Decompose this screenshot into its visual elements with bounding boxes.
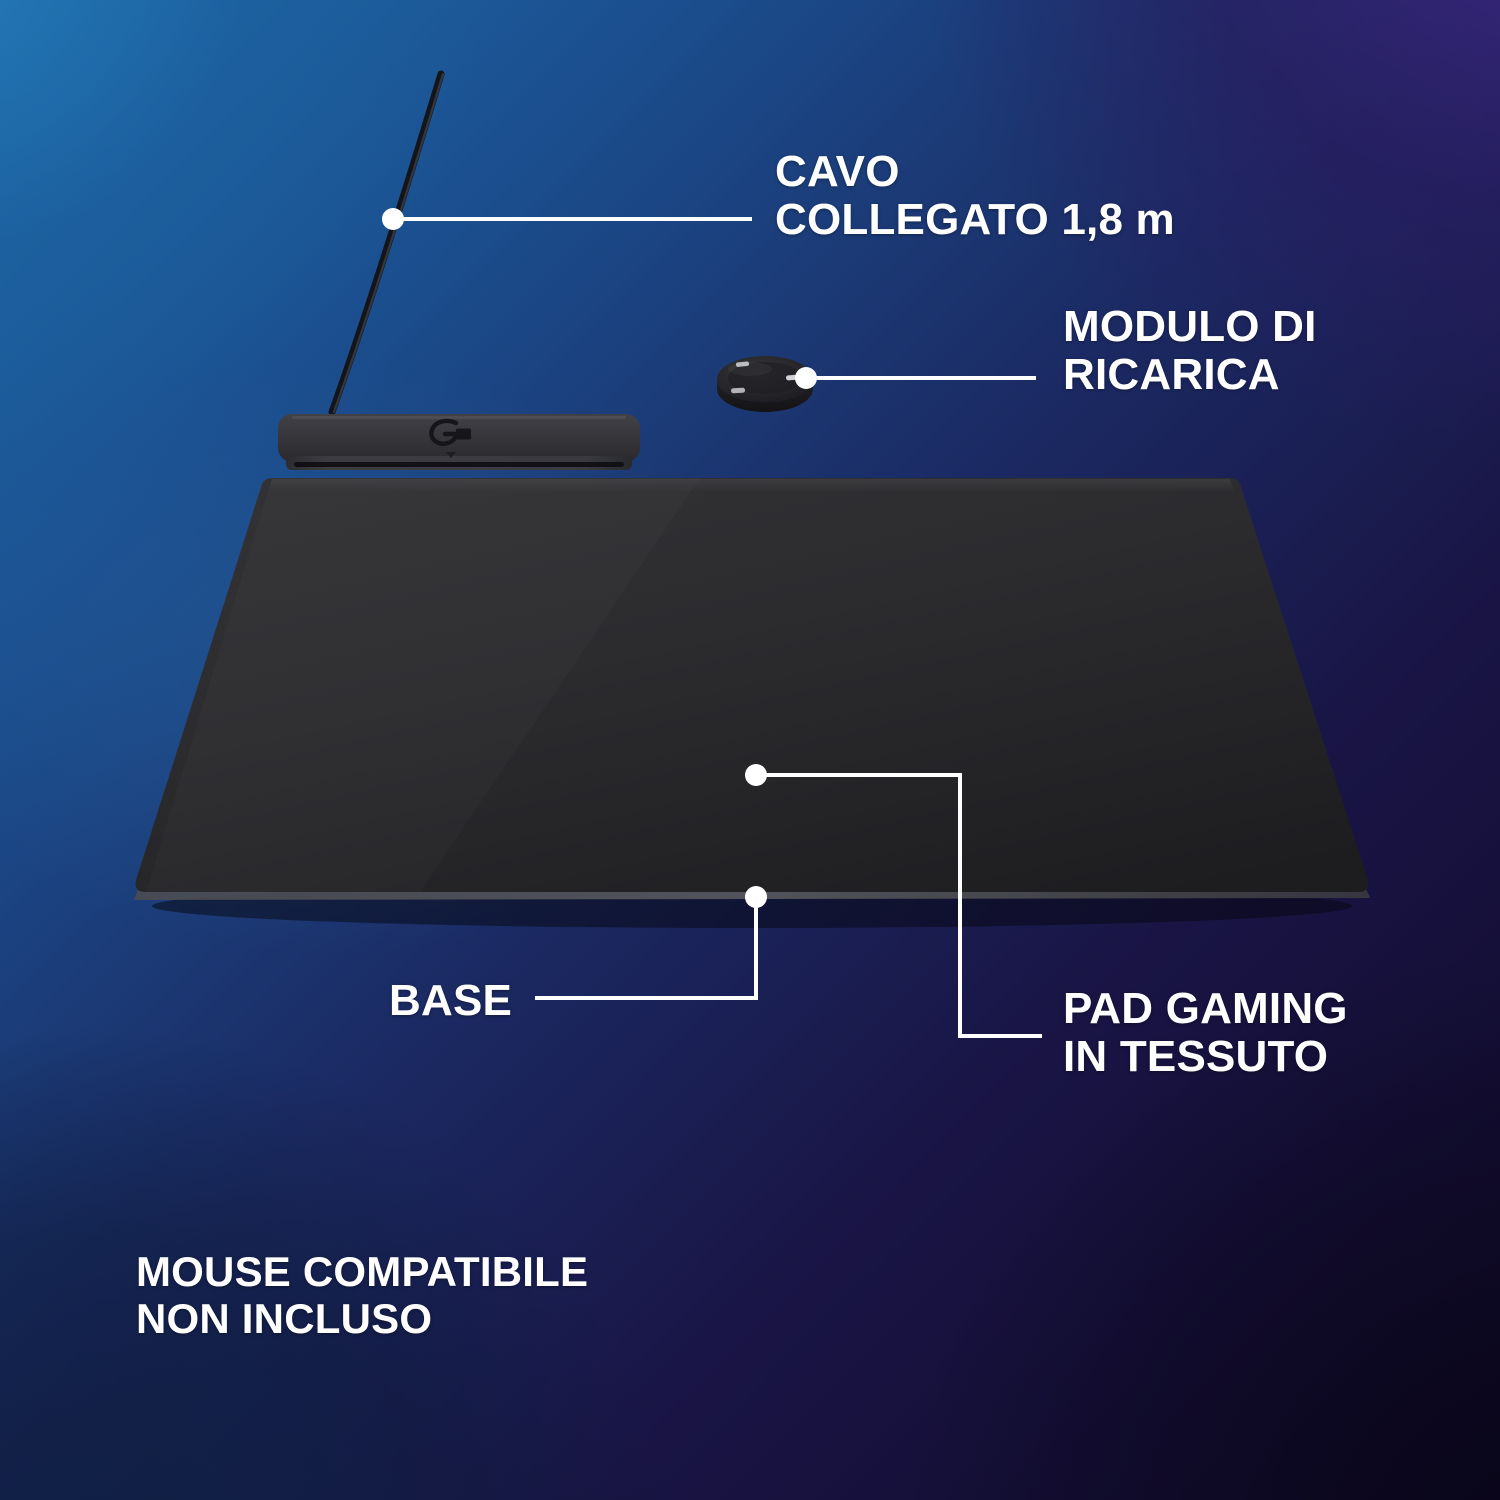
callout-dot-base	[745, 886, 767, 908]
callout-label-charging-module: MODULO DI RICARICA	[1063, 302, 1317, 399]
callout-label-base: BASE	[389, 976, 513, 1025]
leader-line-base	[535, 903, 758, 1000]
callout-dot-cable	[382, 208, 404, 230]
callout-dot-module	[795, 367, 817, 389]
footnote-text: MOUSE COMPATIBILE NON INCLUSO	[136, 1248, 589, 1343]
callout-dot-pad	[745, 764, 767, 786]
leader-line-pad	[762, 773, 1042, 1038]
callout-label-cable: CAVO COLLEGATO 1,8 m	[775, 147, 1175, 244]
callout-label-fabric-gaming-pad: PAD GAMING IN TESSUTO	[1063, 984, 1348, 1081]
logitech-g-logo	[429, 418, 471, 446]
